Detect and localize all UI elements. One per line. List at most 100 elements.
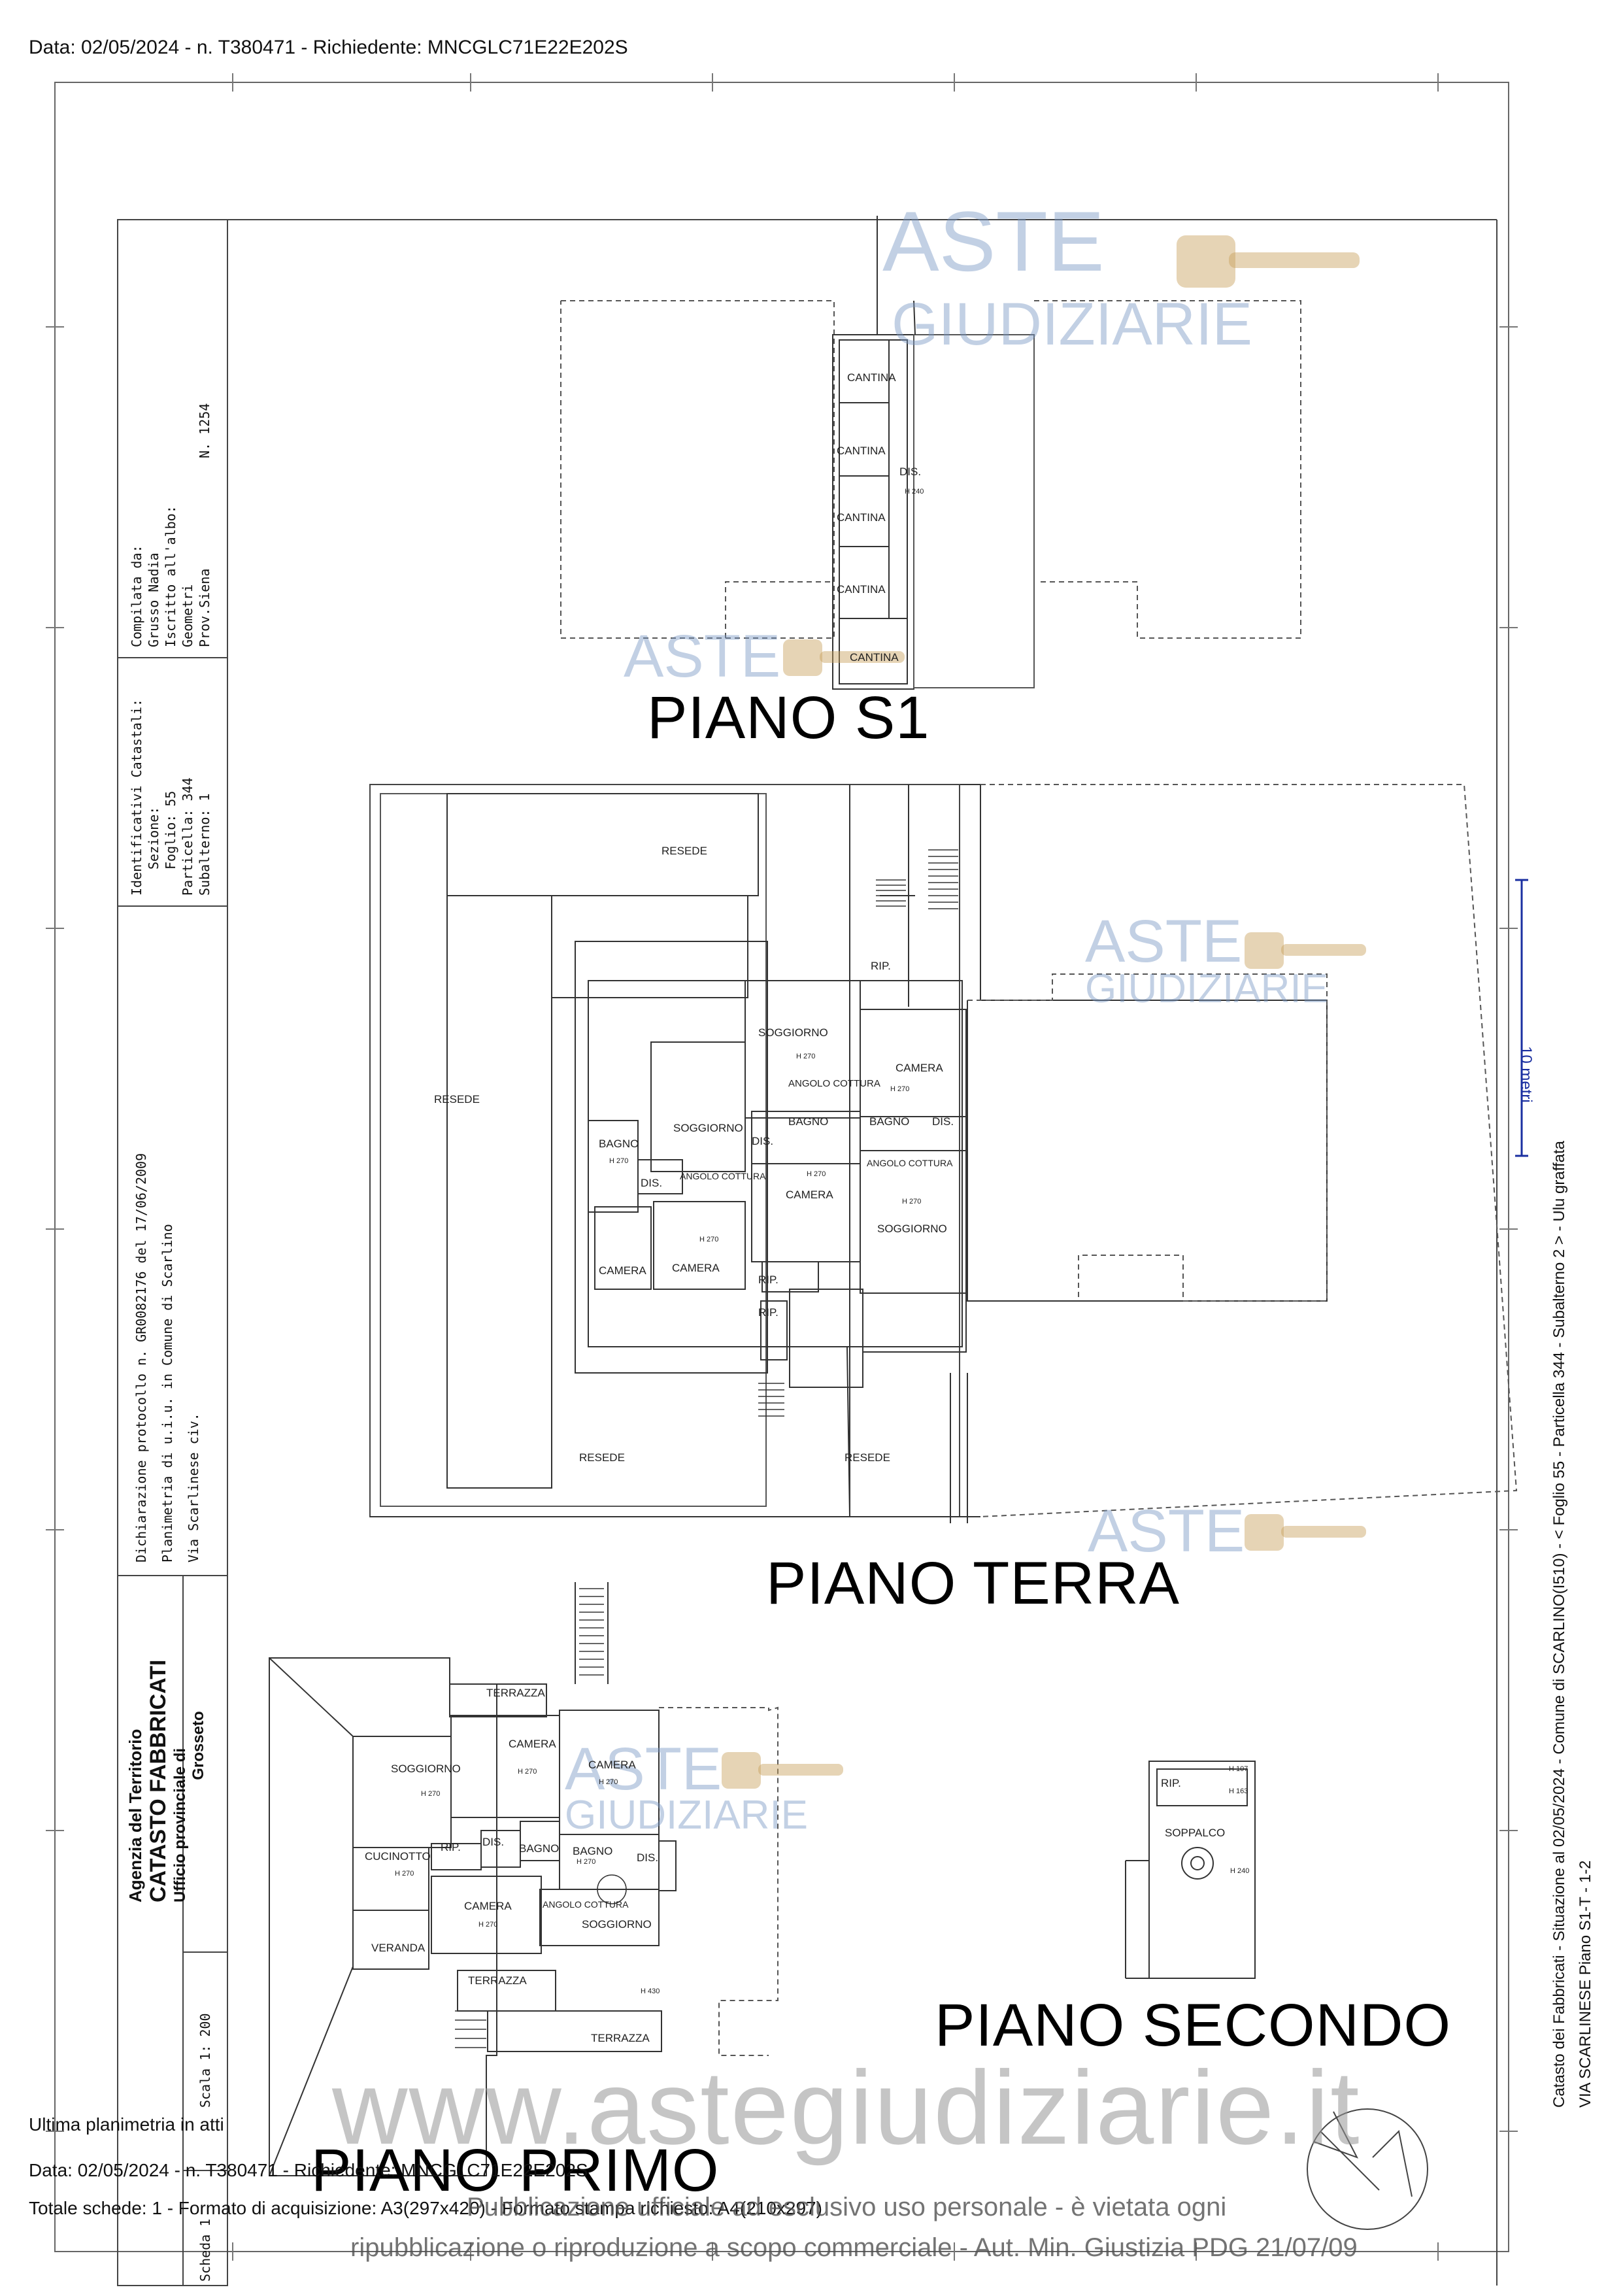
gavel-icon: [783, 639, 905, 676]
scale-bar-label: 10 metri: [1517, 1046, 1535, 1103]
scheda-label: Scheda 1: [197, 2218, 213, 2282]
room-label: TERRAZZA: [591, 2032, 650, 2044]
room-label: RIP.: [758, 1306, 778, 1319]
room-label: ANGOLO COTTURA: [788, 1078, 880, 1089]
room-label: ANGOLO COTTURA: [680, 1172, 765, 1181]
cartouche-boxes: [117, 219, 1498, 2286]
room-label: BAGNO: [788, 1115, 829, 1128]
plan-s1: [560, 216, 1301, 690]
room-label: CANTINA: [837, 511, 886, 524]
footer-note: Ultima planimetria in atti: [29, 2114, 224, 2135]
room-label: BAGNO: [869, 1115, 910, 1128]
floor-title-primo: PIANO PRIMO: [311, 2137, 720, 2204]
right-margin-line-1: Catasto dei Fabbricati - Situazione al 0…: [1550, 1141, 1568, 2108]
footer-line-2: Totale schede: 1 - Formato di acquisizio…: [29, 2198, 822, 2218]
room-label: DIS.: [641, 1177, 663, 1189]
room-label: RIP.: [758, 1274, 778, 1286]
declaration-line-1: Dichiarazione protocollo n. GR0082176 de…: [133, 1153, 149, 1562]
agency-line-2: CATASTO FABBRICATI: [146, 1659, 171, 1902]
room-label: TERRAZZA: [468, 1974, 527, 1987]
compiler-line-3: Iscritto all'albo:: [163, 505, 178, 647]
identifiers-particella: Particella: 344: [180, 777, 195, 896]
room-label: BAGNO: [599, 1138, 639, 1150]
north-arrow: [1307, 2108, 1428, 2230]
scale-bar: [1515, 879, 1528, 1157]
room-label: CANTINA: [837, 445, 886, 457]
height-label: H 270: [599, 1778, 618, 1786]
footer-disclaimer-2: ripubblicazione o riproduzione a scopo c…: [350, 2233, 1358, 2262]
identifiers-foglio: Foglio: 55: [163, 790, 178, 869]
room-label: SOGGIORNO: [758, 1026, 828, 1039]
gavel-icon: [1245, 932, 1366, 969]
height-label: H 270: [902, 1198, 922, 1206]
watermark-brand-1b: GIUDIZIARIE: [892, 291, 1253, 358]
room-label: RESEDE: [845, 1451, 890, 1464]
room-label: RIP.: [871, 960, 891, 972]
room-label: SOGGIORNO: [582, 1918, 652, 1931]
watermark-brand-2: ASTE: [624, 623, 781, 690]
height-label: H 270: [518, 1768, 537, 1776]
room-label: BAGNO: [519, 1842, 560, 1855]
height-label: H 270: [577, 1858, 596, 1866]
right-margin-line-2: VIA SCARLINESE Piano S1-T - 1-2: [1577, 1860, 1594, 2108]
plan-primo: [269, 1582, 778, 2176]
room-label: RIP.: [1161, 1777, 1181, 1789]
room-label: ANGOLO COTTURA: [680, 1171, 766, 1181]
room-label: DIS.: [752, 1135, 774, 1147]
compiler-line-4: Geometri: [180, 584, 195, 647]
declaration-block: Dichiarazione protocollo n. GR0082176 de…: [128, 909, 207, 1562]
identifiers-title: Identificativi Catastali:: [129, 698, 144, 896]
identifiers-sezione: Sezione:: [146, 806, 161, 869]
room-label: CANTINA: [837, 583, 886, 596]
room-label: CUCINOTTO: [365, 1850, 431, 1863]
stairs-terra: [758, 849, 958, 1417]
stairs-primo: [455, 1588, 627, 2048]
room-label: ANGOLO COTTURA: [867, 1158, 952, 1168]
height-label: H 270: [807, 1170, 826, 1178]
room-label: SOPPALCO: [1165, 1827, 1226, 1839]
height-label: H 270: [395, 1870, 414, 1878]
room-label: CAMERA: [599, 1264, 646, 1277]
plan-terra: [369, 784, 1518, 1523]
compiler-line-5: Prov.Siena N. 1254: [197, 403, 212, 647]
height-label: H 240: [905, 488, 924, 496]
watermark-brand-4: ASTE: [1088, 1498, 1245, 1564]
room-label: CAMERA: [672, 1262, 720, 1274]
height-label: H 270: [609, 1157, 629, 1165]
room-label: CAMERA: [509, 1738, 556, 1750]
height-label: H 270: [796, 1053, 816, 1060]
room-label: CAMERA: [588, 1759, 636, 1771]
floor-title-secondo: PIANO SECONDO: [935, 1992, 1452, 2059]
room-label: CANTINA: [847, 371, 896, 384]
watermark-brand-1: ASTE: [882, 194, 1105, 289]
footer-line-1: Data: 02/05/2024 - n. T380471 - Richiede…: [29, 2160, 588, 2180]
room-label: RIP.: [441, 1841, 461, 1853]
plan-secondo: [1125, 1761, 1256, 1979]
watermark-brand-5b: GIUDIZIARIE: [565, 1793, 809, 1838]
room-label: VERANDA: [371, 1942, 426, 1954]
agency-line-4: Grosseto: [190, 1711, 207, 1780]
height-label: H 107: [1229, 1765, 1248, 1773]
room-label: CANTINA: [850, 651, 899, 664]
scale-label: Scala 1: 200: [197, 2013, 213, 2108]
room-label: DIS.: [932, 1115, 954, 1128]
room-label: CAMERA: [464, 1900, 512, 1912]
frame-ticks: [46, 73, 1518, 2261]
room-label: SOGGIORNO: [877, 1223, 947, 1235]
declaration-line-2: Planimetria di u.i.u. in Comune di Scarl…: [159, 1224, 175, 1562]
room-label: CAMERA: [895, 1062, 943, 1074]
room-label: DIS.: [637, 1851, 659, 1864]
gavel-icon: [1245, 1514, 1366, 1551]
watermark-brand-3b: GIUDIZIARIE: [1085, 966, 1329, 1011]
agency-block: Agenzia del Territorio CATASTO FABBRICAT…: [125, 1589, 208, 1902]
declaration-line-3: Via Scarlinese civ.: [186, 1413, 201, 1562]
height-label: H 270: [890, 1085, 910, 1093]
height-label: H 430: [641, 1987, 660, 1995]
header-line: Data: 02/05/2024 - n. T380471 - Richiede…: [29, 37, 628, 58]
floor-title-s1: PIANO S1: [647, 684, 930, 751]
compiler-line-1: Compilata da:: [129, 545, 144, 647]
gavel-icon: [722, 1752, 843, 1789]
height-label: H 270: [478, 1921, 498, 1929]
height-label: H 163: [1229, 1787, 1248, 1795]
